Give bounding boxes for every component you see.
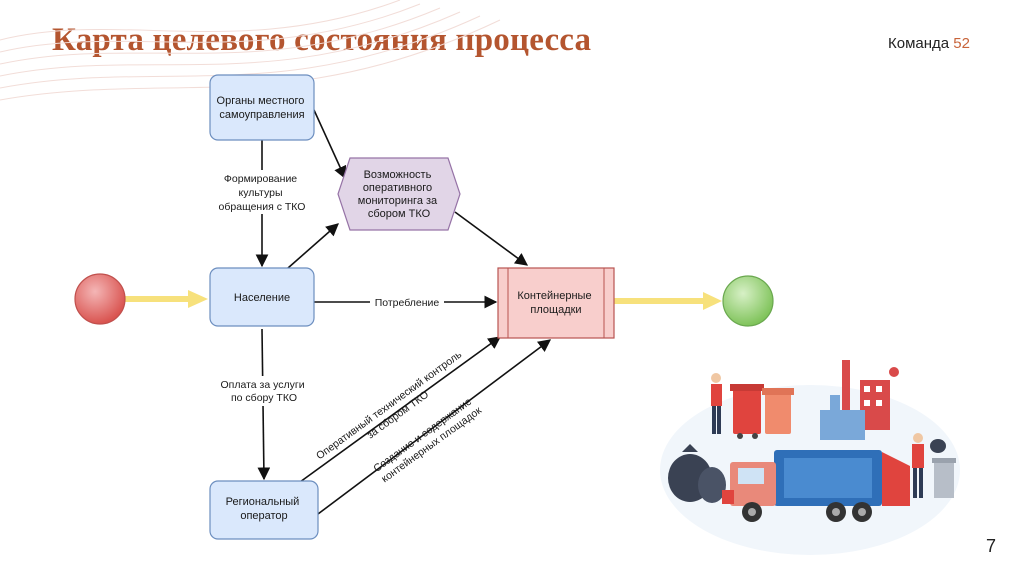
waste-collection-illustration [660,360,960,555]
node-monitoring[interactable] [337,157,461,231]
node-container-sites[interactable] [497,267,615,339]
edge-population-to-monitoring [287,223,339,269]
node-local-government[interactable] [209,74,315,141]
edge-operator-maintenance-to-containers [317,339,552,515]
node-monitoring-label: Возможность оперативного мониторинга за … [358,169,440,220]
node-regional-operator-label: Региональный оператор [226,496,303,522]
factory-icon [820,360,899,440]
team-number: 52 [953,35,970,52]
edge-local-gov-to-monitoring [313,109,347,180]
edge-operator-control-to-containers [299,336,502,483]
node-population-label: Население [234,292,290,304]
trash-bags-icon [668,444,726,503]
edge-label-culture: Формирование культуры обращения с ТКО [219,173,306,213]
flow-arrow-start [125,290,208,308]
garbage-truck-icon [722,450,910,522]
waste-bins-icon [730,384,794,439]
worker-icon [711,373,722,434]
node-container-sites-label: Контейнерные площадки [517,290,594,316]
edge-label-payment: Оплата за услуги по сбору ТКО [221,379,308,404]
worker-with-bag-icon [912,433,956,498]
edge-label-bg-payment [212,376,316,406]
team-badge: Команда 52 [888,35,970,52]
node-population[interactable] [209,267,315,327]
flow-arrow-end [614,292,722,310]
edge-label-consumption: Потребление [375,297,440,309]
edge-label-bg-culture [206,170,316,214]
start-event[interactable] [74,273,126,325]
edge-monitoring-to-containers [454,211,529,266]
team-label: Команда [888,35,950,52]
node-local-government-label: Органы местного самоуправления [217,95,308,121]
slide-title: Карта целевого состояния процесса [52,22,592,58]
node-regional-operator[interactable] [209,480,319,540]
page-number: 7 [986,536,997,556]
edge-label-bg-consumption [370,295,444,309]
end-event[interactable] [722,275,774,327]
